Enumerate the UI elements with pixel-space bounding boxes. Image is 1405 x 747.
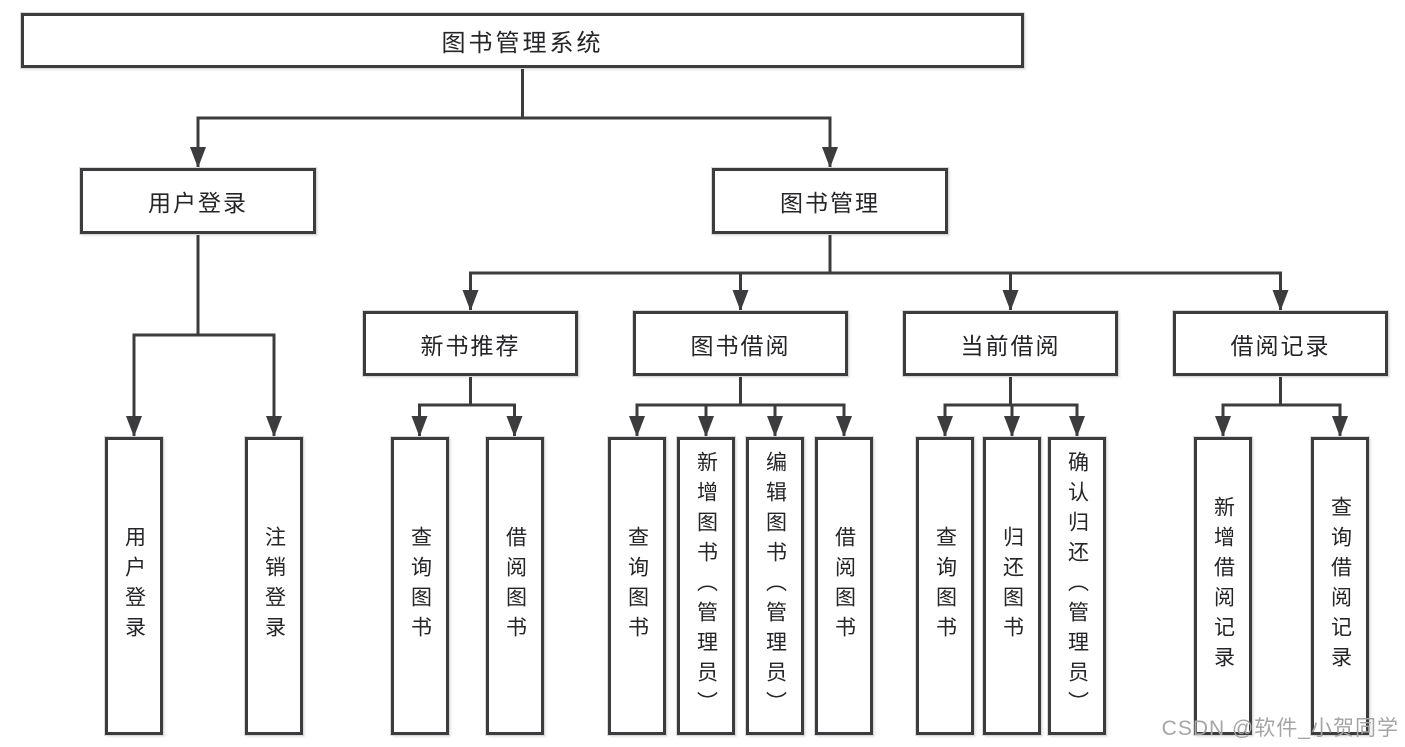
- node-label: 新增借阅记录: [1211, 496, 1235, 676]
- node-user-login: 用户登录: [80, 168, 316, 234]
- node-label: 注销登录: [262, 526, 286, 646]
- node-logout: 注销登录: [245, 437, 303, 735]
- arrow-down-icon: [1004, 416, 1020, 437]
- node-label: 新增图书（管理员）: [694, 451, 718, 721]
- node-label: 图书管理: [780, 190, 880, 216]
- connector-paths: [132, 68, 1342, 437]
- arrow-down-icon: [767, 416, 783, 437]
- node-query-books-recommend: 查询图书: [391, 437, 449, 735]
- arrow-down-icon: [1002, 290, 1019, 311]
- arrow-down-icon: [411, 416, 428, 437]
- node-label: 查询图书: [933, 526, 957, 646]
- arrow-down-icon: [822, 147, 838, 168]
- node-borrow-books-recommend: 借阅图书: [486, 437, 544, 735]
- connector-path: [418, 376, 516, 437]
- node-add-book-admin: 新增图书（管理员）: [677, 437, 735, 735]
- node-label: 借阅图书: [503, 526, 527, 646]
- node-label: 编辑图书（管理员）: [763, 451, 787, 721]
- node-label: 新书推荐: [420, 332, 521, 359]
- arrow-down-icon: [937, 416, 953, 437]
- node-current-borrowing: 当前借阅: [903, 311, 1118, 376]
- arrow-down-icon: [462, 290, 479, 311]
- node-label: 查询图书: [408, 526, 432, 646]
- watermark-text: CSDN @软件_小贺同学: [1161, 717, 1399, 740]
- node-label: 借阅记录: [1230, 332, 1331, 359]
- arrow-down-icon: [629, 416, 645, 437]
- node-borrow-books-borrowing: 借阅图书: [815, 437, 873, 735]
- connector-path: [469, 234, 1282, 311]
- arrow-down-icon: [1272, 290, 1289, 311]
- connector-path: [196, 68, 832, 168]
- arrow-down-icon: [732, 290, 749, 311]
- node-confirm-return-admin: 确认归还（管理员）: [1048, 437, 1106, 735]
- node-label: 用户登录: [148, 190, 248, 216]
- node-label: 借阅图书: [832, 526, 856, 646]
- node-query-books-current: 查询图书: [916, 437, 974, 735]
- node-edit-book-admin: 编辑图书（管理员）: [746, 437, 804, 735]
- node-new-book-recommendation: 新书推荐: [363, 311, 578, 376]
- node-query-books-borrowing: 查询图书: [608, 437, 666, 735]
- node-library-management-system: 图书管理系统: [21, 13, 1024, 68]
- node-label: 用户登录: [122, 526, 146, 646]
- arrow-down-icon: [506, 416, 523, 437]
- connector-path: [132, 234, 276, 437]
- arrow-down-icon: [1069, 416, 1085, 437]
- node-book-borrowing: 图书借阅: [633, 311, 848, 376]
- arrow-down-icon: [126, 416, 142, 437]
- node-label: 查询借阅记录: [1328, 496, 1352, 676]
- node-user-login-leaf: 用户登录: [105, 437, 163, 735]
- node-label: 确认归还（管理员）: [1065, 451, 1089, 721]
- arrow-down-icon: [1332, 416, 1348, 437]
- node-label: 查询图书: [625, 526, 649, 646]
- node-add-borrow-record: 新增借阅记录: [1194, 437, 1252, 735]
- node-label: 当前借阅: [960, 332, 1061, 359]
- node-label: 图书借阅: [690, 332, 791, 359]
- arrow-down-icon: [698, 416, 714, 437]
- arrow-down-icon: [1215, 416, 1231, 437]
- node-borrowing-records: 借阅记录: [1173, 311, 1388, 376]
- arrow-down-icon: [836, 416, 852, 437]
- node-book-management: 图书管理: [712, 168, 948, 234]
- arrowheads: [126, 147, 1348, 437]
- connector-path: [1221, 376, 1342, 437]
- arrow-down-icon: [190, 147, 206, 168]
- node-label: 图书管理系统: [441, 30, 604, 57]
- connector-path: [635, 376, 846, 437]
- node-return-books: 归还图书: [983, 437, 1041, 735]
- arrow-down-icon: [266, 416, 282, 437]
- node-label: 归还图书: [1000, 526, 1024, 646]
- node-query-borrow-record: 查询借阅记录: [1311, 437, 1369, 735]
